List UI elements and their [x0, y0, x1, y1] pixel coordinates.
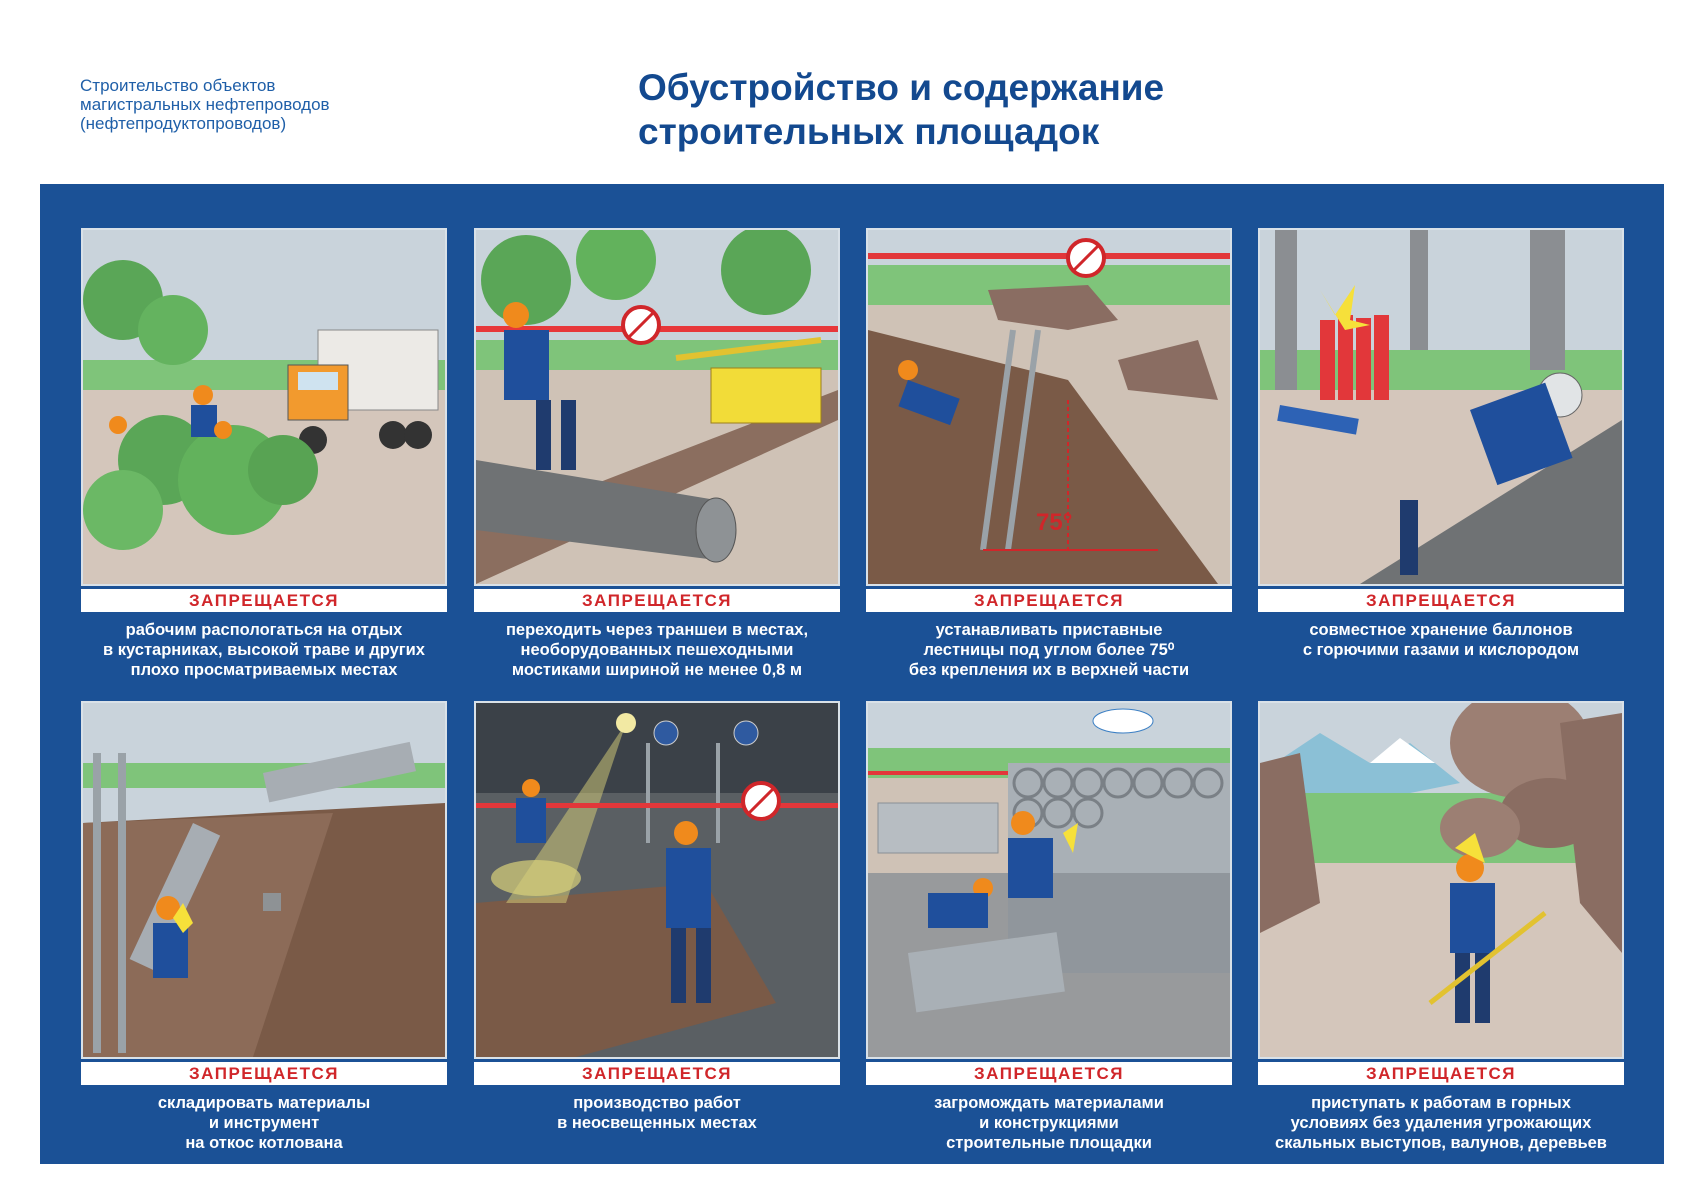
card-rest-in-bushes: ЗАПРЕЩАЕТСЯ рабочим распологаться на отд… [81, 228, 447, 680]
card-cluttered-site: ЗАПРЕЩАЕТСЯ загромождать материалами и к… [866, 701, 1232, 1153]
illustration-trench-crossing [474, 228, 840, 586]
prohibited-banner: ЗАПРЕЩАЕТСЯ [474, 1062, 840, 1085]
illustration-gas-cylinders [1258, 228, 1624, 586]
card-gas-cylinders: ЗАПРЕЩАЕТСЯ совместное хранение баллонов… [1258, 228, 1624, 660]
illustration-cluttered-site [866, 701, 1232, 1059]
illustration-ladder-angle: 75° [866, 228, 1232, 586]
prohibited-banner: ЗАПРЕЩАЕТСЯ [866, 1062, 1232, 1085]
rule-text: переходить через траншеи в местах, необо… [505, 621, 809, 679]
rule-text: приступать к работам в горных условиях б… [1275, 1094, 1607, 1152]
card-unlit-work: ЗАПРЕЩАЕТСЯ производство работ в неосвещ… [474, 701, 840, 1133]
rule-text: устанавливать приставные лестницы под уг… [908, 621, 1190, 679]
illustration-excavation-slope [81, 701, 447, 1059]
rule-text: складировать материалы и инструмент на о… [157, 1094, 371, 1152]
prohibited-banner: ЗАПРЕЩАЕТСЯ [81, 589, 447, 612]
rule-text: загромождать материалами и конструкциями… [934, 1094, 1164, 1152]
card-excavation-slope: ЗАПРЕЩАЕТСЯ складировать материалы и инс… [81, 701, 447, 1153]
prohibited-banner: ЗАПРЕЩАЕТСЯ [866, 589, 1232, 612]
prohibited-banner: ЗАПРЕЩАЕТСЯ [81, 1062, 447, 1085]
illustration-rest-in-bushes [81, 228, 447, 586]
prohibited-banner: ЗАПРЕЩАЕТСЯ [1258, 1062, 1624, 1085]
illustration-unlit-work [474, 701, 840, 1059]
rule-text: рабочим распологаться на отдых в кустарн… [103, 621, 425, 679]
card-mountain-rocks: ЗАПРЕЩАЕТСЯ приступать к работам в горны… [1258, 701, 1624, 1153]
page-title: Обустройство и содержание строительных п… [638, 67, 1165, 152]
poster-board: ЗАПРЕЩАЕТСЯ рабочим распологаться на отд… [40, 184, 1664, 1164]
rule-text: совместное хранение баллонов с горючими … [1302, 621, 1580, 659]
prohibited-banner: ЗАПРЕЩАЕТСЯ [474, 589, 840, 612]
illustration-mountain-rocks [1258, 701, 1624, 1059]
card-ladder-angle: 75° ЗАПРЕЩАЕТСЯ устанавливать приставные… [866, 228, 1232, 680]
card-trench-crossing: ЗАПРЕЩАЕТСЯ переходить через траншеи в м… [474, 228, 840, 680]
prohibited-banner: ЗАПРЕЩАЕТСЯ [1258, 589, 1624, 612]
series-subtitle: Строительство объектов магистральных неф… [80, 76, 330, 133]
rule-text: производство работ в неосвещенных местах [557, 1094, 757, 1132]
angle-label: 75° [1036, 509, 1072, 536]
